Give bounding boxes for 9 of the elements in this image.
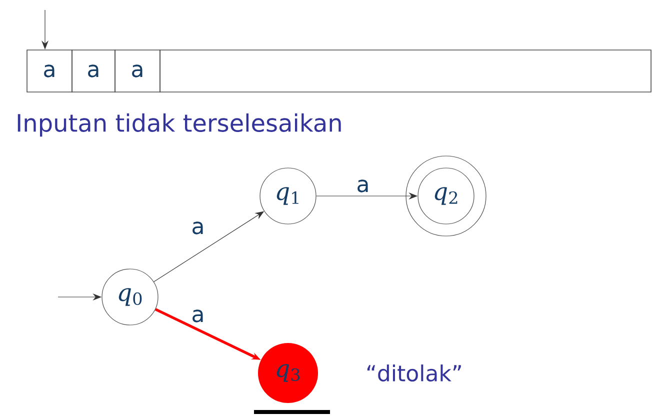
tape-cell: a <box>26 50 72 92</box>
tape-cell: a <box>72 50 116 92</box>
status-text: “ditolak” <box>367 364 461 382</box>
edge-label: a <box>358 180 368 192</box>
tape-box <box>160 50 652 92</box>
tape-cell: a <box>114 50 160 92</box>
edge-label: a <box>192 310 203 322</box>
caption-text: Inputan tidak terselesaikan <box>18 113 341 137</box>
edge-label: a <box>192 222 203 234</box>
